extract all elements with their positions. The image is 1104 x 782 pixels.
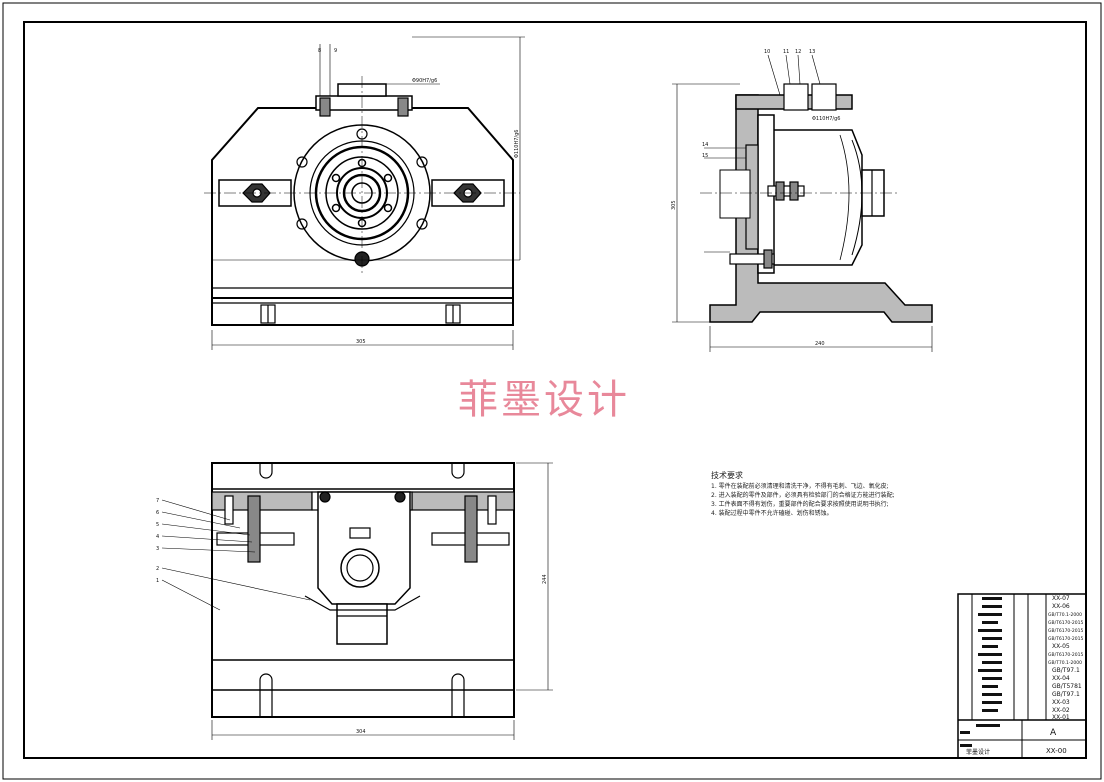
note-1: 1. 零件在装配前必须清理和清洗干净，不得有毛刺、飞边、氧化皮; xyxy=(711,482,889,490)
code-row-10: GB/T97.1 xyxy=(1052,667,1080,674)
note-3: 3. 工件表面不得有划伤，重要部件的配合要求按照使用说明书执行; xyxy=(711,500,889,508)
top-height-dim: 244 xyxy=(542,574,548,584)
inner-frame xyxy=(23,21,1087,759)
code-row-14: XX-03 xyxy=(1052,699,1070,706)
leader-12: 12 xyxy=(795,49,801,55)
school-name: 菲墨设计 xyxy=(966,748,990,756)
title-block-codes: XX-07 XX-06 GB/T70.1-2000 GB/T6170-2015 … xyxy=(966,595,1084,756)
notes-title: 技术要求 xyxy=(711,470,743,480)
leader-9: 9 xyxy=(334,48,337,54)
front-fit-dim: Φ90H7/g6 xyxy=(412,78,437,84)
code-row-2: XX-06 xyxy=(1052,603,1070,610)
code-row-4: GB/T6170-2015 xyxy=(1048,620,1084,626)
code-row-12: GB/T5781 xyxy=(1052,683,1082,690)
code-row-1: XX-07 xyxy=(1052,595,1070,602)
code-row-15: XX-02 xyxy=(1052,707,1070,714)
leader-7: 7 xyxy=(156,498,159,504)
code-row-6: GB/T6170-2015 xyxy=(1048,636,1084,642)
front-height-dim: Φ110H7/g6 xyxy=(514,130,520,158)
note-4: 4. 装配过程中零件不允许磕碰、划伤和锈蚀。 xyxy=(711,509,833,517)
leader-6: 6 xyxy=(156,510,159,516)
leader-2: 2 xyxy=(156,566,159,572)
leader-1: 1 xyxy=(156,578,159,584)
code-row-3: GB/T70.1-2000 xyxy=(1048,612,1082,618)
side-view xyxy=(672,54,933,352)
side-height-dim: 305 xyxy=(671,200,677,210)
code-row-7: XX-05 xyxy=(1052,643,1070,650)
code-row-16: XX-01 xyxy=(1052,714,1070,721)
note-2: 2. 进入装配的零件及部件，必须具有检验部门的合格证方能进行装配; xyxy=(711,491,895,499)
drawing-number: XX-00 xyxy=(1046,747,1067,755)
leader-11: 11 xyxy=(783,49,789,55)
code-row-11: XX-04 xyxy=(1052,675,1070,682)
watermark: 菲墨设计 xyxy=(458,377,630,423)
leader-15: 15 xyxy=(702,153,708,159)
leader-4: 4 xyxy=(156,534,159,540)
front-width-dim: 305 xyxy=(356,339,366,345)
scale-mark: A xyxy=(1050,728,1057,738)
leader-8: 8 xyxy=(318,48,321,54)
side-fit-dim: Φ110H7/g6 xyxy=(812,116,840,122)
leader-10: 10 xyxy=(764,49,770,55)
title-block xyxy=(957,593,1087,759)
front-view xyxy=(204,36,525,350)
leader-14: 14 xyxy=(702,142,708,148)
code-row-8: GB/T6170-2015 xyxy=(1048,652,1084,658)
leader-3: 3 xyxy=(156,546,159,552)
leader-13: 13 xyxy=(809,49,815,55)
top-width-dim: 304 xyxy=(356,729,366,735)
code-row-5: GB/T6170-2015 xyxy=(1048,628,1084,634)
code-row-13: GB/T97.1 xyxy=(1052,691,1080,698)
top-view xyxy=(161,462,553,740)
technical-notes: 技术要求 1. 零件在装配前必须清理和清洗干净，不得有毛刺、飞边、氧化皮; 2.… xyxy=(711,470,895,517)
leader-5: 5 xyxy=(156,522,159,528)
side-width-dim: 240 xyxy=(815,341,825,347)
code-row-9: GB/T70.1-2000 xyxy=(1048,660,1082,666)
